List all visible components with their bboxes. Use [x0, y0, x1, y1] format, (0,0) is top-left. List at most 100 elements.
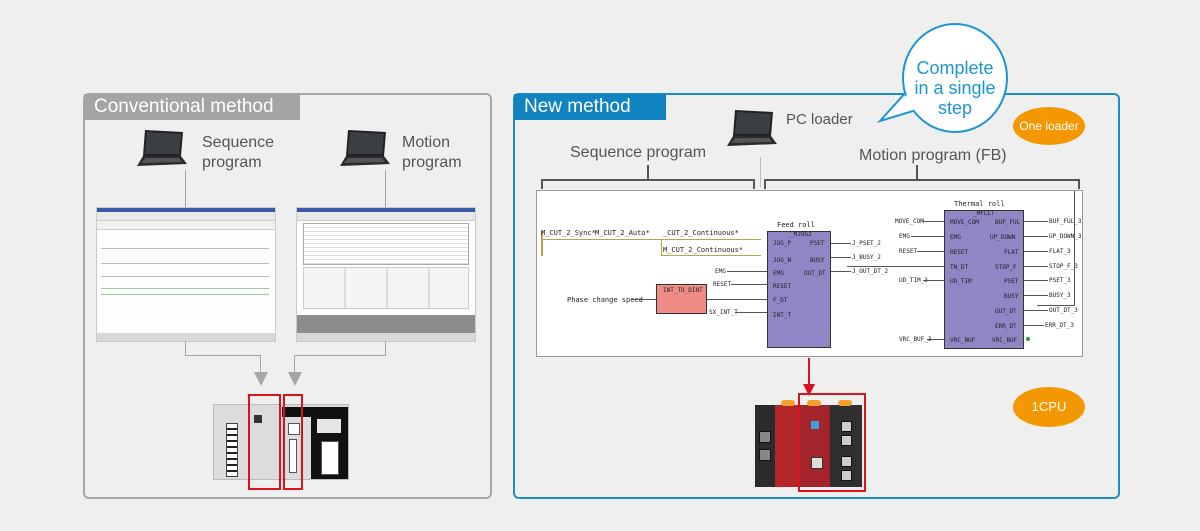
connector-line: [760, 157, 761, 187]
variable: MOVE_COM: [895, 218, 924, 225]
pin: PSET: [810, 240, 825, 247]
variable: OUT_DT_3: [1049, 307, 1078, 314]
pin: BUSY: [1004, 293, 1019, 300]
label-line: Motion: [402, 134, 451, 151]
thermal-roll-title: Thermal roll: [954, 200, 1005, 208]
sequence-program-label: Sequence program: [202, 133, 274, 173]
highlight-cpu-module: [798, 393, 866, 492]
contact-label: _CUT_2_Continuous*: [663, 229, 739, 237]
bracket-stem: [916, 165, 918, 180]
bubble-text: Complete in a single step: [892, 58, 1018, 118]
laptop-icon: [340, 130, 390, 166]
pin: OUT_DT: [995, 308, 1017, 315]
int-to-dint-block: INT_TO_DINT: [656, 284, 707, 314]
label-line: program: [202, 154, 262, 171]
arrow-line: [185, 341, 186, 355]
block-label: INT_TO_DINT: [663, 287, 703, 294]
rung-line: [541, 239, 761, 240]
variable: RESET: [713, 281, 732, 288]
wire: [917, 251, 944, 252]
variable: EMG: [899, 233, 910, 240]
pin: VRC_BUF: [950, 337, 976, 344]
wire: [931, 266, 944, 267]
sequence-bracket: [541, 179, 755, 189]
contact-label: M_CUT_2_Auto*: [595, 229, 650, 237]
pin: RESET: [773, 283, 792, 290]
motion-program-label: Motion program (FB): [859, 147, 1007, 164]
conventional-method-title: Conventional method: [84, 94, 300, 120]
variable: FLAT_3: [1049, 248, 1071, 255]
pin: BUF_FUL: [995, 219, 1021, 226]
one-cpu-badge: 1CPU: [1013, 387, 1085, 427]
wire: [1024, 221, 1048, 222]
wire: [1024, 236, 1048, 237]
pc-loader-label: PC loader: [786, 111, 853, 128]
contact-label: M_CUT_2_Sync*: [541, 229, 596, 237]
block-type: _MFLLT: [973, 210, 995, 217]
wire: [831, 271, 851, 272]
variable: BUF_FUL_3: [1049, 218, 1082, 225]
connector-line: [385, 170, 386, 207]
motion-bracket: [764, 179, 1080, 189]
pin: JOG_N: [773, 257, 792, 264]
bracket-stem: [647, 165, 649, 180]
rung-line: [661, 239, 662, 255]
power-rail: [541, 231, 543, 256]
pin: TN_DT: [950, 264, 969, 271]
arrow-line: [385, 341, 386, 355]
one-loader-badge: One loader: [1013, 107, 1085, 145]
wire: [727, 271, 767, 272]
variable: BUSY_3: [1049, 292, 1071, 299]
arrow-line: [260, 355, 261, 373]
thermal-roll-block: _MFLLT MOVE_COM EMG RESET TN_DT UD_TIM V…: [944, 210, 1024, 349]
variable: VRC_BUF_3: [899, 336, 932, 343]
feed-roll-title: Feed roll: [777, 221, 815, 229]
wire: [707, 299, 767, 300]
variable: J_BUSY_2: [852, 254, 881, 261]
wire: [1074, 191, 1075, 306]
pin: JOG_P: [773, 240, 792, 247]
pin: FLAT: [1004, 249, 1019, 256]
bubble-line: step: [937, 98, 973, 118]
wire: [911, 236, 944, 237]
wire: [1024, 266, 1048, 267]
variable: SX_INT_T: [709, 309, 738, 316]
label-line: Sequence: [202, 134, 275, 151]
pin: VRC_BUF: [992, 337, 1018, 344]
wire: [831, 257, 851, 258]
laptop-icon: [137, 130, 187, 166]
sequence-program-label: Sequence program: [570, 144, 707, 161]
variable: J_PSET_2: [852, 240, 881, 247]
arrow-line: [294, 355, 295, 373]
connection-dot: [1026, 337, 1030, 341]
variable: STOP_F_3: [1049, 263, 1078, 270]
sequence-software-screenshot: [96, 207, 276, 342]
wire: [731, 284, 767, 285]
pin: PSET: [1004, 278, 1019, 285]
wire: [922, 221, 944, 222]
wire: [735, 312, 767, 313]
wire: [1024, 310, 1048, 311]
plc-hardware-image: [755, 400, 862, 487]
pin: EMG: [950, 234, 961, 241]
pin: UP_DOWN: [990, 234, 1016, 241]
wire: [927, 339, 944, 340]
pin: OUT_DT: [804, 270, 826, 277]
arrow-line: [808, 358, 810, 386]
bubble-line: in a single: [914, 78, 996, 98]
pin: EMG: [773, 270, 784, 277]
label-line: program: [402, 154, 462, 171]
wire: [1037, 305, 1074, 306]
variable: EMG: [715, 268, 726, 275]
laptop-icon: [727, 110, 777, 146]
block-type: _MJOG2: [790, 231, 812, 238]
wire: [1024, 295, 1048, 296]
program-diagram: M_CUT_2_Sync* M_CUT_2_Auto* _CUT_2_Conti…: [536, 190, 1083, 357]
variable: UD_TIM_3: [899, 277, 928, 284]
arrow-down-icon: [254, 372, 268, 386]
variable: ERR_DT_3: [1045, 322, 1074, 329]
pin: RESET: [950, 249, 969, 256]
contact-label: M_CUT_2_Continuous*: [663, 246, 744, 254]
highlight-cpu-module: [248, 394, 281, 490]
new-method-title: New method: [514, 94, 666, 120]
